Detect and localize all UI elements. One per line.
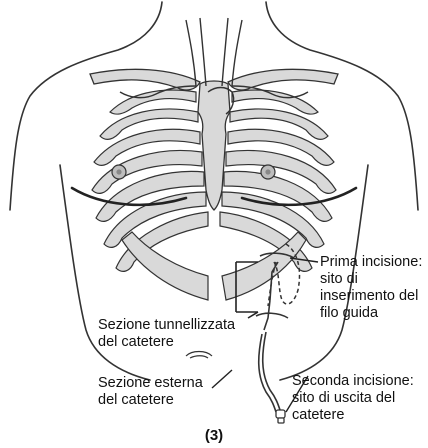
catheter-connector — [276, 410, 285, 423]
external-section-label: Sezione esterna del catetere — [98, 375, 207, 408]
sternum — [198, 81, 230, 210]
first-incision-label: Prima incisione: sito di inserimento del… — [320, 254, 426, 321]
second-incision-label: Seconda incisione: sito di uscita del ca… — [292, 373, 418, 423]
tunneled-section-label: Sezione tunnellizzata del catetere — [98, 317, 239, 350]
right-ribs — [220, 90, 336, 271]
figure-number: (3) — [205, 427, 223, 444]
left-ribs — [92, 90, 208, 271]
navel — [186, 352, 212, 359]
